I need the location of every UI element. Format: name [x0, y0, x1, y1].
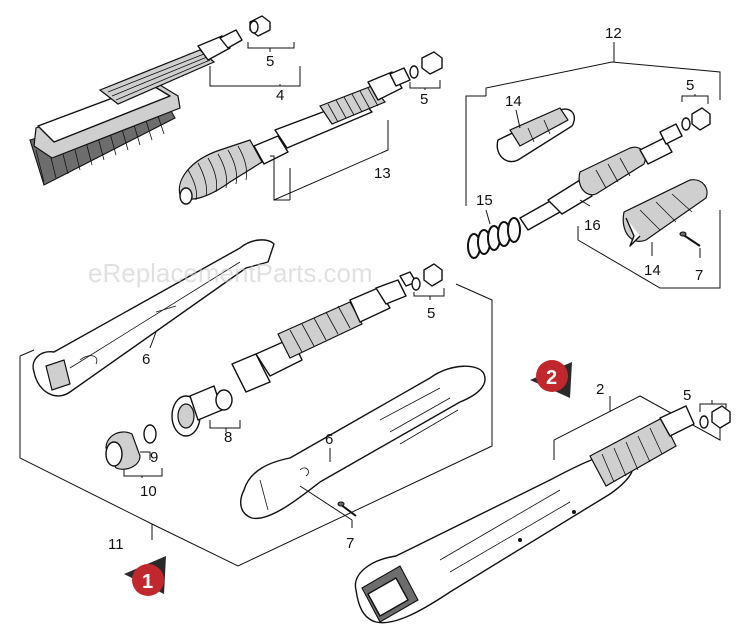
callout-label-5: 5 — [683, 387, 691, 404]
callout-9: 9 — [140, 449, 158, 466]
badge-label-1: 1 — [142, 571, 153, 593]
part-rotary-nozzle[interactable] — [178, 67, 411, 205]
callout-label-6: 6 — [325, 431, 333, 448]
part-nozzle-cap-11[interactable] — [411, 263, 443, 291]
callout-label-14: 14 — [505, 93, 522, 110]
callout-5-2: 5 — [683, 387, 727, 412]
callout-4: 4 — [209, 66, 301, 104]
callout-16: 16 — [579, 199, 601, 234]
part-nozzle-cap-12[interactable] — [681, 107, 711, 131]
callout-label-6: 6 — [142, 351, 150, 368]
part-screw-7-right[interactable] — [679, 231, 701, 247]
callout-label-10: 10 — [140, 483, 157, 500]
callout-5-11: 5 — [413, 288, 445, 322]
callout-7-left: 7 — [299, 485, 354, 552]
callout-label-9: 9 — [150, 449, 158, 466]
callout-label-5: 5 — [686, 77, 694, 94]
part-adapter-10[interactable] — [105, 424, 157, 470]
watermark-text: eReplacementParts.com — [88, 258, 373, 288]
callout-label-13: 13 — [374, 165, 391, 182]
part-nozzle-sleeve-14-top[interactable] — [496, 107, 576, 163]
badge-label-2: 2 — [546, 367, 557, 389]
callout-15: 15 — [476, 192, 493, 225]
part-handle-half-right[interactable] — [240, 365, 486, 520]
callout-13: 13 — [270, 120, 391, 201]
callout-label-14: 14 — [644, 262, 661, 279]
callout-6-left: 6 — [142, 331, 157, 368]
part-nozzle-cap-13[interactable] — [409, 51, 443, 79]
part-adjustable-nozzle-body[interactable] — [519, 123, 683, 231]
callout-label-5: 5 — [420, 91, 428, 108]
part-lance-pipe[interactable] — [231, 271, 417, 393]
callout-6-right: 6 — [325, 431, 333, 462]
callout-14-top: 14 — [505, 93, 522, 129]
callout-label-5: 5 — [427, 305, 435, 322]
callout-label-7: 7 — [346, 535, 354, 552]
callout-14-bottom: 14 — [644, 242, 661, 279]
callout-8: 8 — [209, 420, 241, 446]
part-handle-half-left[interactable] — [32, 239, 275, 397]
callout-label-8: 8 — [224, 429, 232, 446]
callout-5-brush: 5 — [247, 42, 295, 70]
callout-2: 2 — [553, 381, 721, 460]
part-spring[interactable] — [467, 217, 521, 259]
callout-label-2: 2 — [596, 381, 604, 398]
callout-label-12: 12 — [605, 25, 622, 42]
part-nozzle-cap-2[interactable] — [699, 405, 731, 429]
part-nozzle-cap-top[interactable] — [249, 15, 271, 37]
part-nozzle-sleeve-14-bottom[interactable] — [622, 179, 708, 247]
callout-5-13: 5 — [409, 80, 441, 108]
callout-label-7: 7 — [695, 267, 703, 284]
callout-label-11: 11 — [108, 536, 124, 553]
callout-11: 11 — [19, 283, 493, 567]
callout-label-5: 5 — [266, 53, 274, 70]
callout-7-right: 7 — [695, 248, 703, 284]
callout-label-15: 15 — [476, 192, 493, 209]
callout-12: 12 — [465, 25, 721, 289]
callout-label-16: 16 — [584, 217, 601, 234]
callout-5-12: 5 — [681, 77, 709, 104]
callout-label-4: 4 — [276, 87, 284, 104]
callout-10: 10 — [123, 468, 163, 500]
part-screw-7-left[interactable] — [337, 501, 357, 517]
part-spray-lance[interactable] — [354, 405, 695, 624]
badge-2: 2 — [530, 360, 572, 398]
part-adapter-8[interactable] — [171, 385, 233, 437]
part-wash-brush[interactable] — [29, 29, 243, 186]
badge-1: 1 — [124, 556, 166, 596]
